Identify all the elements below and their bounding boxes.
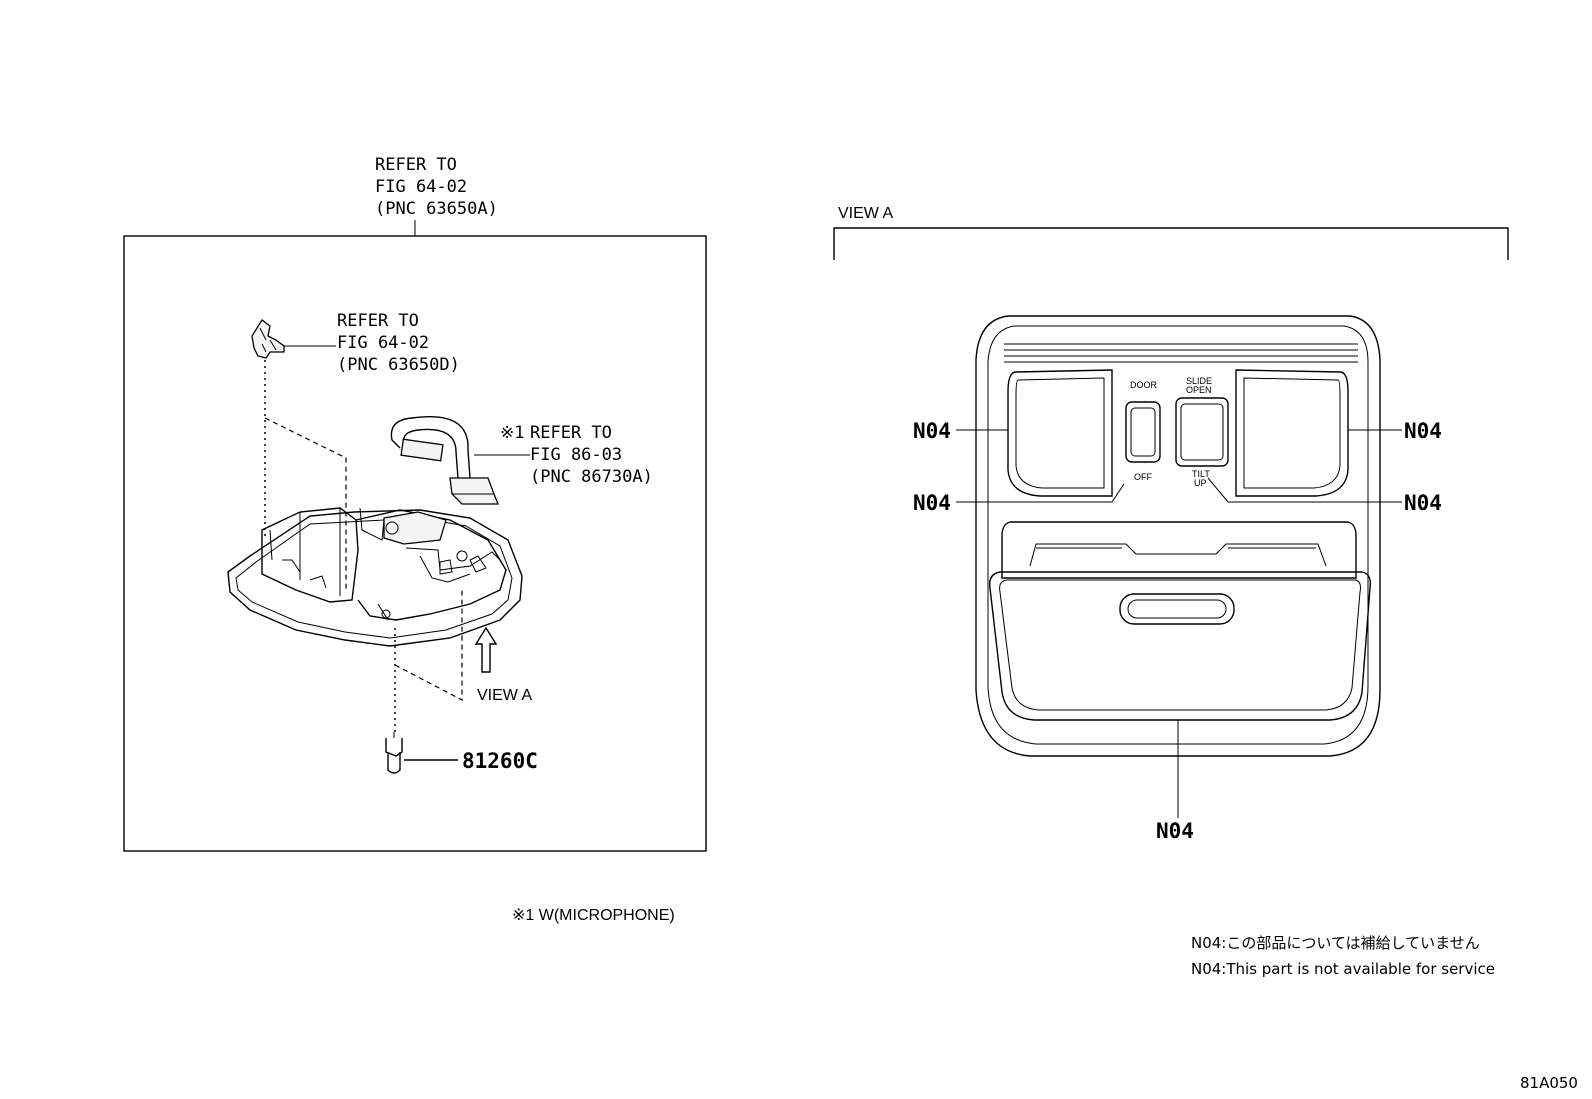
callout-bottom-cover: N04 [1156,819,1194,843]
footnote-microphone: ※1 W(MICROPHONE) [512,907,675,924]
callout-right-lamp: N04 [1404,419,1442,443]
refer-main-line1: REFER TO [375,155,457,175]
refer-clip-line1: REFER TO [337,311,419,331]
label-off: OFF [1134,472,1152,482]
view-a-arrow-icon [474,626,498,673]
microphone-wire-icon [390,416,499,505]
overhead-lamp-assembly [227,507,523,647]
part-number-81260c: 81260C [462,749,538,773]
sunroof-switch [1175,397,1229,467]
label-slide: SLIDE [1186,376,1212,386]
view-a-arrow-label: VIEW A [477,687,532,704]
label-open: OPEN [1186,385,1212,395]
refer-wire-line1: REFER TO [530,423,612,443]
overhead-console: DOOR OFF SLIDE OPEN TILT UP [975,315,1381,757]
refer-wire-mark: ※1 [500,423,524,443]
callout-off-switch-leader [956,483,1125,503]
callout-tilt-switch: N04 [1404,491,1442,515]
clip-icon [251,319,285,359]
callout-left-lamp: N04 [913,419,951,443]
holder-handle [1119,593,1235,625]
assembly-panel: REFER TO FIG 64-02 (PNC 63650A) REFER TO… [123,155,707,924]
bulb-icon [385,732,403,774]
refer-main-line2: FIG 64-02 [375,177,467,197]
legend-japanese: N04:この部品については補給していません [1191,934,1480,952]
view-a-panel: VIEW A DOOR OFF SLIDE OPEN [833,205,1509,978]
refer-clip-line3: (PNC 63650D) [337,355,460,375]
view-a-title: VIEW A [838,205,893,222]
sunglass-holder-door [989,571,1372,721]
callout-tilt-switch-leader [1207,477,1402,503]
refer-main-line3: (PNC 63650A) [375,199,498,219]
legend-english: N04:This part is not available for servi… [1191,960,1495,978]
dashed-guide [264,417,463,701]
right-lamp-lens [1235,369,1349,497]
callout-off-switch: N04 [913,491,951,515]
refer-wire-line3: (PNC 86730A) [530,467,653,487]
left-lamp-lens [1007,369,1113,497]
figure-code: 81A050 [1520,1074,1578,1092]
holder-recess [1001,521,1357,579]
view-a-bracket [833,227,1509,260]
label-up: UP [1194,478,1207,488]
label-tilt: TILT [1192,469,1210,479]
door-switch [1125,401,1161,463]
refer-wire-line2: FIG 86-03 [530,445,622,465]
refer-clip-line2: FIG 64-02 [337,333,429,353]
label-door: DOOR [1130,380,1158,390]
